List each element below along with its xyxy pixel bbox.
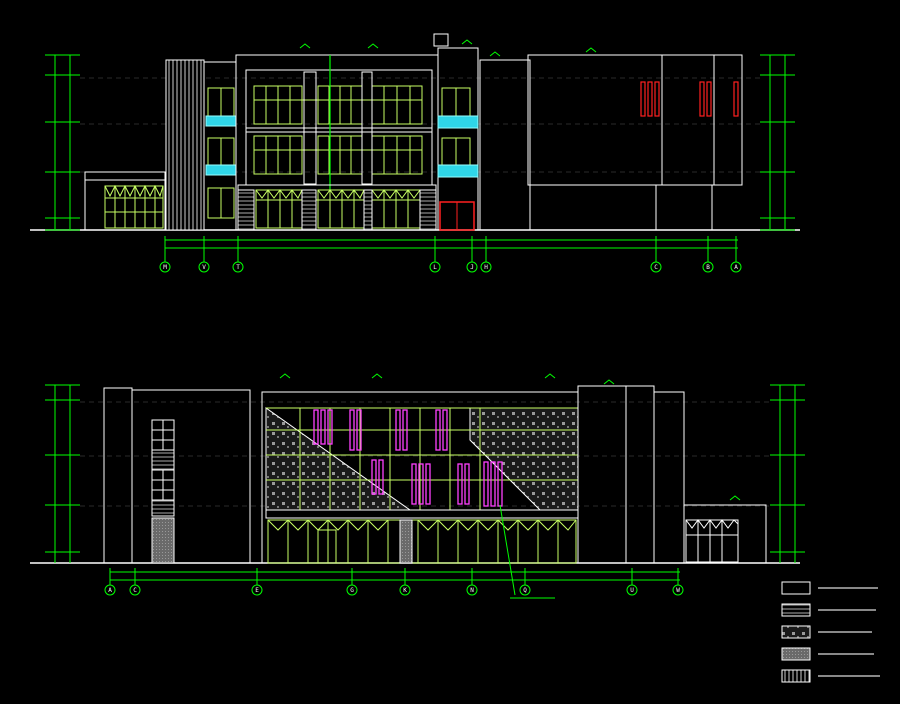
level-lines-2 <box>80 401 770 507</box>
axis-label: G <box>350 587 354 594</box>
ground-pier-4 <box>419 189 437 231</box>
level-markers-top <box>299 39 597 57</box>
axis-label: L <box>433 264 437 271</box>
left-balcony-2 <box>205 164 237 176</box>
main-mullions <box>246 71 432 185</box>
material-legend <box>781 581 880 683</box>
stair-windows-bottom <box>151 419 175 564</box>
bottom-elevation: A C E G K N Q U W <box>30 373 805 599</box>
main-upper-windows <box>253 85 423 175</box>
axis-label: V <box>202 264 206 271</box>
bottom-axis-dimension <box>109 568 680 585</box>
red-slot-windows <box>640 81 739 117</box>
stair-block-left-windows <box>207 87 235 219</box>
left-wing-roof <box>84 171 166 181</box>
axis-label: H <box>484 264 488 271</box>
magenta-fins <box>313 409 503 507</box>
axis-label: Q <box>523 587 527 594</box>
roof-hatch-box <box>433 33 449 47</box>
perforated-panel-left <box>265 407 412 511</box>
right-wing-link <box>479 59 531 231</box>
top-axis-letters: M V T L J H C B A <box>163 264 738 271</box>
left-dimension-column <box>45 54 80 231</box>
entrance-pier <box>399 519 413 564</box>
axis-label: N <box>470 587 474 594</box>
legend-swatch-dotted <box>781 625 811 639</box>
left-tall-block <box>103 387 133 564</box>
axis-label: J <box>470 264 474 271</box>
right-low-windows <box>685 519 739 563</box>
top-axis-dimension <box>164 236 738 262</box>
axis-label: A <box>734 264 738 271</box>
legend-label-marks <box>818 587 880 677</box>
legend-swatch-vertical <box>781 669 811 683</box>
axis-label: E <box>255 587 259 594</box>
bottom-axis-bubbles <box>104 584 684 596</box>
left-dimension-column-2 <box>45 384 80 563</box>
right-dimension-column-2 <box>770 384 805 563</box>
left-balcony-1 <box>205 115 237 127</box>
right-mid-block <box>653 391 685 564</box>
right-tall-block-2 <box>625 385 655 564</box>
stair-block-left <box>203 61 237 231</box>
right-balcony-2 <box>437 164 479 178</box>
entrance-door <box>317 529 337 564</box>
axis-label: C <box>654 264 658 271</box>
right-wing-box <box>527 54 743 186</box>
axis-label: B <box>706 264 710 271</box>
axis-label: C <box>133 587 137 594</box>
legend-swatch-plain <box>781 581 811 595</box>
striped-tower <box>165 59 205 231</box>
central-curtain-wall <box>266 407 578 510</box>
left-wing-windows <box>104 184 164 229</box>
bottom-axis-letters: A C E G K N Q U W <box>108 587 680 594</box>
legend-swatch-grey <box>781 647 811 661</box>
axis-label: W <box>676 587 680 594</box>
ground-pier-2 <box>301 189 317 231</box>
right-low-wing <box>683 504 767 564</box>
level-markers-bottom <box>279 373 741 501</box>
main-ground-shopfront <box>255 189 421 229</box>
axis-label: T <box>236 264 240 271</box>
legend-swatch-striped <box>781 603 811 617</box>
ground-pier-3 <box>363 189 373 231</box>
left-mid-block <box>131 389 251 564</box>
axis-label: M <box>163 264 167 271</box>
ground-glazing-bottom <box>267 519 577 564</box>
right-dimension-column <box>760 54 795 231</box>
axis-label: U <box>630 587 634 594</box>
top-axis-bubbles <box>159 261 742 273</box>
right-balcony-1 <box>437 115 479 129</box>
top-elevation: M V T L J H C B A <box>30 33 800 273</box>
canopy-band <box>265 509 579 519</box>
axis-label: A <box>108 587 112 594</box>
ground-pier-1 <box>237 189 255 231</box>
axis-label: K <box>403 587 407 594</box>
perforated-panel-right <box>469 407 579 511</box>
right-tall-block <box>577 385 627 564</box>
